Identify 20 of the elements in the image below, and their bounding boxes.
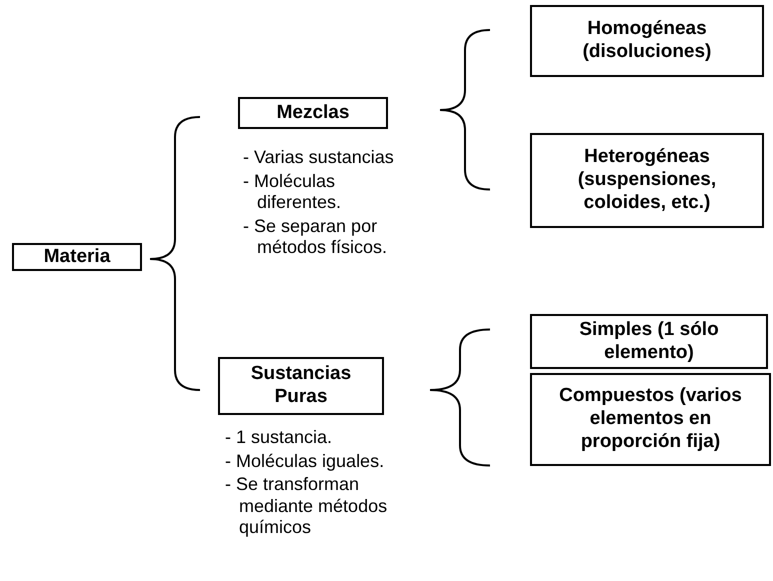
- box-label: Heterogéneas (suspensiones, coloides, etc.): [576, 146, 718, 215]
- category-box: [530, 373, 771, 466]
- category-box: [218, 357, 384, 415]
- box-label: Mezclas: [276, 102, 350, 124]
- category-box: [530, 133, 764, 228]
- category-box: [530, 5, 764, 77]
- bullet-note: - Moléculas iguales.: [225, 450, 386, 472]
- bullet-note: - 1 sustancia.: [225, 427, 334, 449]
- bullet-note: - Varias sustancias: [243, 147, 395, 169]
- bullet-note: - Moléculas diferentes.: [243, 170, 342, 214]
- box-label: Simples (1 sólo elemento): [578, 318, 720, 364]
- bullet-note: - Se transforman mediante métodos químicos: [225, 474, 388, 539]
- category-box: [530, 314, 768, 369]
- box-label: Compuestos (varios elementos en proporción fija): [558, 385, 743, 454]
- box-label: Sustancias Puras: [250, 363, 352, 409]
- box-label: Materia: [44, 246, 110, 268]
- box-label: Homogéneas (disoluciones): [582, 18, 712, 64]
- bullet-note: - Se separan por métodos físicos.: [243, 216, 388, 259]
- category-box: [238, 97, 388, 129]
- category-box: [12, 243, 142, 271]
